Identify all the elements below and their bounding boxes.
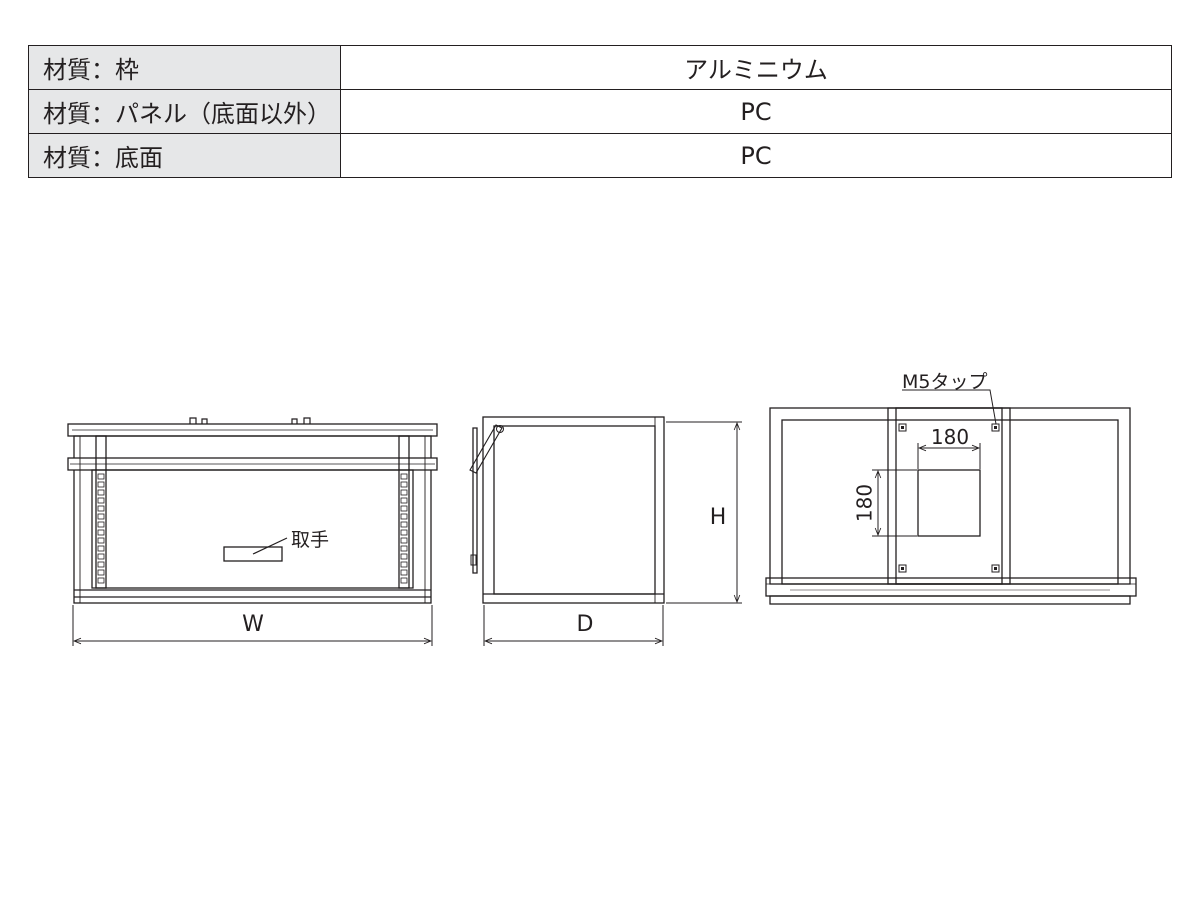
rail-hole (400, 489, 408, 496)
front-view (67, 417, 438, 604)
spec-label-frame: 材質：枠 (28, 45, 341, 90)
depth-dimension (483, 605, 664, 646)
rail-hole (400, 561, 408, 568)
hole-height-dimension (872, 469, 917, 537)
rail-hole (97, 481, 105, 488)
rail-hole (400, 521, 408, 528)
rail-hole (97, 505, 105, 512)
rail-hole (400, 537, 408, 544)
rail-hole (400, 569, 408, 576)
hole-width-dimension (917, 443, 981, 469)
rail-hole (97, 513, 105, 520)
side-view (469, 416, 665, 604)
rail-hole (97, 561, 105, 568)
rail-hole (400, 505, 408, 512)
rail-hole (400, 577, 408, 584)
rail-hole (97, 553, 105, 560)
top-view (765, 407, 1137, 605)
spec-value-bottom: PC (340, 133, 1172, 178)
tap-label: M5タップ (902, 371, 987, 393)
hole-height-label: 180 (853, 484, 877, 522)
spec-label-panel: 材質：パネル（底面以外） (28, 89, 341, 134)
tap-holes (898, 423, 1000, 573)
rail-hole (400, 497, 408, 504)
rail-hole (400, 553, 408, 560)
rail-hole (97, 545, 105, 552)
table-row: 材質：底面 PC (28, 133, 1172, 178)
rail-hole (400, 545, 408, 552)
rail-hole (97, 529, 105, 536)
hole-width-label: 180 (931, 425, 969, 449)
height-label: H (710, 505, 727, 530)
width-dimension (72, 605, 433, 646)
rail-hole (97, 577, 105, 584)
rail-hole (400, 473, 408, 480)
rail-hole (97, 537, 105, 544)
material-spec-table: 材質：枠 アルミニウム 材質：パネル（底面以外） PC 材質：底面 PC (28, 45, 1172, 178)
handle-label: 取手 (291, 529, 329, 551)
rail-hole (400, 481, 408, 488)
width-label: W (242, 612, 264, 637)
rail-hole (97, 489, 105, 496)
tap-leader-line (902, 389, 997, 425)
rack-rail-holes (97, 473, 408, 584)
height-dimension (666, 421, 742, 604)
rail-hole (97, 497, 105, 504)
rail-hole (97, 521, 105, 528)
rail-hole (97, 569, 105, 576)
depth-label: D (577, 612, 594, 637)
rail-hole (97, 473, 105, 480)
rail-hole (400, 513, 408, 520)
rail-hole (400, 529, 408, 536)
